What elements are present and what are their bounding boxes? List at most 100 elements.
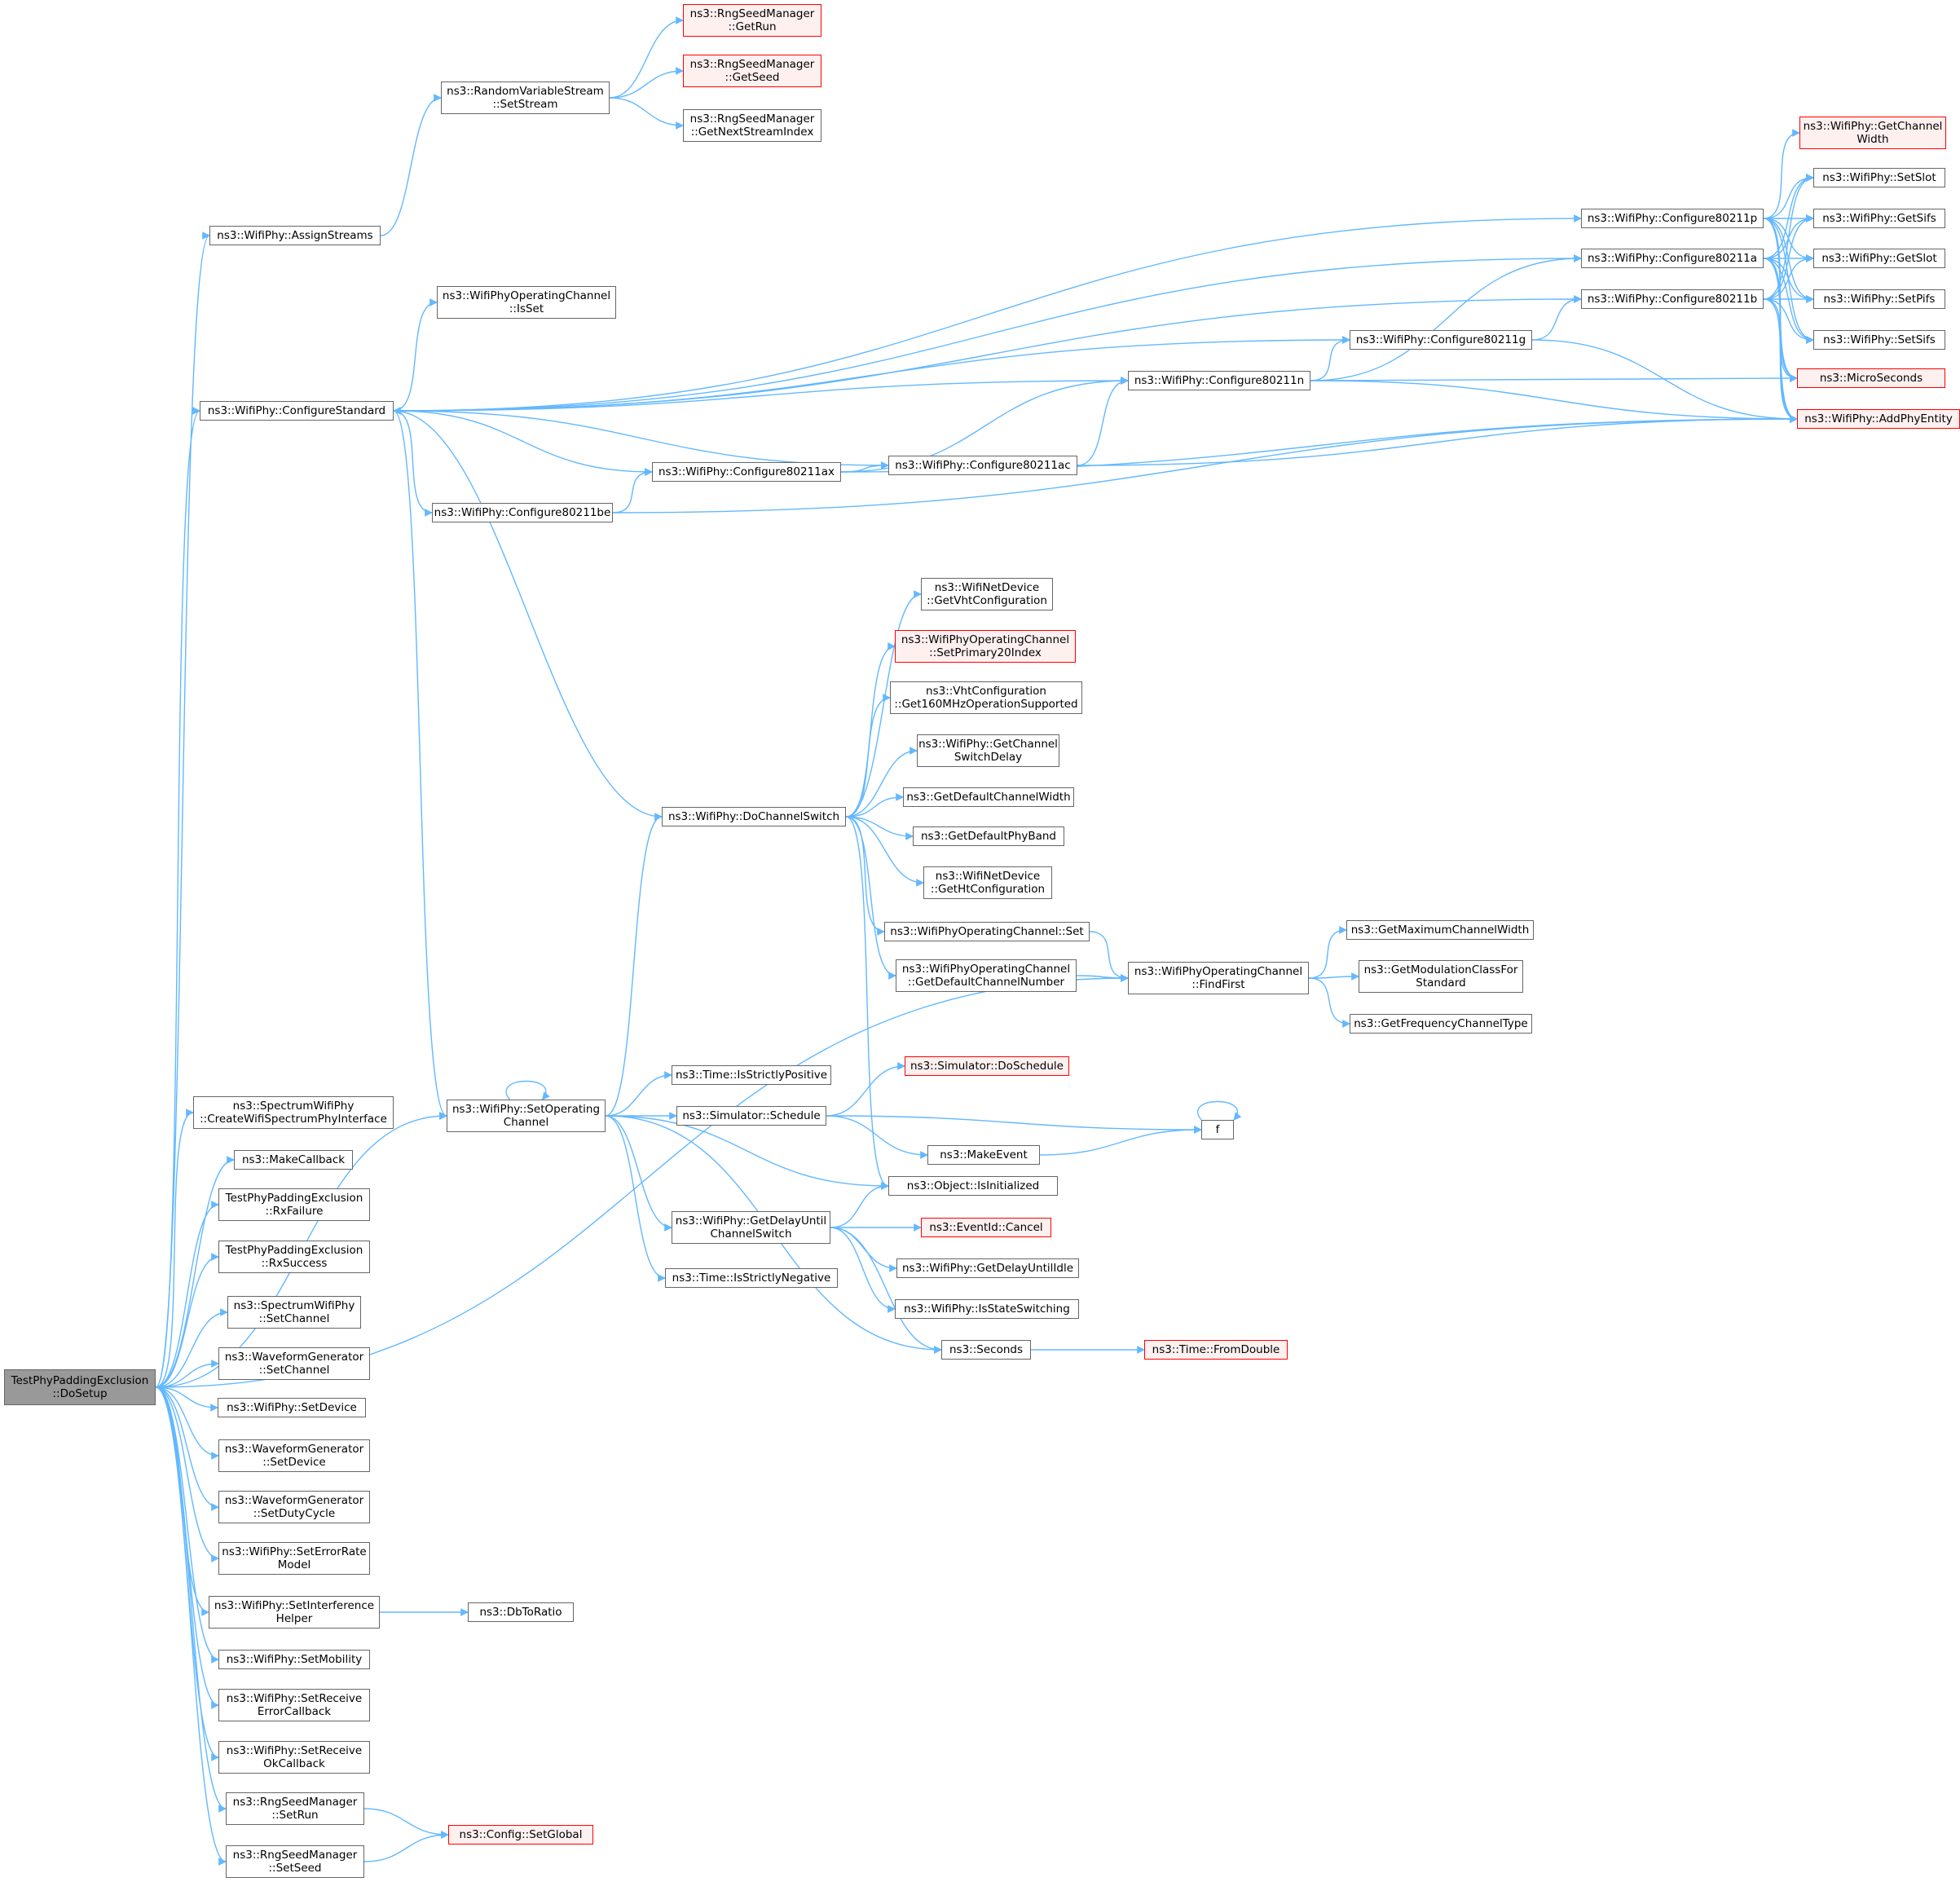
node-getslot[interactable]: ns3::WifiPhy::GetSlot	[1813, 249, 1945, 268]
node-getmaxchw[interactable]: ns3::GetMaximumChannelWidth	[1346, 920, 1534, 940]
node-doschedule[interactable]: ns3::Simulator::DoSchedule	[905, 1056, 1069, 1076]
node-cfg_b[interactable]: ns3::WifiPhy::Configure80211b	[1581, 289, 1764, 309]
node-swp_setch[interactable]: ns3::SpectrumWifiPhy::SetChannel	[227, 1296, 361, 1329]
edge-root-to-makecb	[155, 1156, 235, 1388]
node-cfg_ac[interactable]: ns3::WifiPhy::Configure80211ac	[888, 456, 1077, 475]
node-woc_isset[interactable]: ns3::WifiPhyOperatingChannel::IsSet	[437, 286, 616, 319]
node-woc_getdefnum[interactable]: ns3::WifiPhyOperatingChannel::GetDefault…	[896, 959, 1077, 992]
node-label-line: ns3::WaveformGenerator	[224, 1443, 364, 1456]
node-makecb[interactable]: ns3::MakeCallback	[234, 1150, 353, 1170]
edge-rsm_setseed-to-cfg_setglobal	[363, 1831, 449, 1862]
node-seconds[interactable]: ns3::Seconds	[941, 1340, 1031, 1360]
node-schedule[interactable]: ns3::Simulator::Schedule	[676, 1106, 826, 1126]
node-label-line: ns3::WifiPhy::Configure80211b	[1587, 293, 1758, 306]
node-label-line: ns3::WifiPhy::SetSifs	[1823, 333, 1936, 346]
node-wg_setch[interactable]: ns3::WaveformGenerator::SetChannel	[218, 1347, 370, 1380]
node-label-line: ns3::WifiPhy::Configure80211be	[434, 506, 611, 519]
edge-cfg_p-to-setslot	[1763, 174, 1814, 219]
node-getdefchw[interactable]: ns3::GetDefaultChannelWidth	[903, 787, 1074, 807]
node-rsm_setrun[interactable]: ns3::RngSeedManager::SetRun	[226, 1792, 364, 1825]
edge-configstd-to-cfg_n	[393, 377, 1129, 412]
edge-root-to-createwsp	[155, 1108, 194, 1388]
node-label-line: ns3::WifiPhy::SetMobility	[226, 1653, 363, 1666]
node-cfg_a[interactable]: ns3::WifiPhy::Configure80211a	[1581, 249, 1764, 268]
node-cfg_setglobal[interactable]: ns3::Config::SetGlobal	[448, 1825, 593, 1845]
node-root[interactable]: TestPhyPaddingExclusion::DoSetup	[4, 1369, 156, 1405]
node-microsec[interactable]: ns3::MicroSeconds	[1797, 368, 1945, 388]
node-wg_setdev[interactable]: ns3::WaveformGenerator::SetDevice	[218, 1439, 370, 1472]
node-setprim20[interactable]: ns3::WifiPhyOperatingChannel::SetPrimary…	[895, 630, 1076, 663]
node-cfg_p[interactable]: ns3::WifiPhy::Configure80211p	[1581, 209, 1764, 228]
edge-root-to-setrxerr	[155, 1386, 219, 1709]
node-label-line: ns3::Time::IsStrictlyNegative	[672, 1272, 831, 1285]
node-isstateswitch[interactable]: ns3::WifiPhy::IsStateSwitching	[895, 1299, 1079, 1319]
node-cfg_g[interactable]: ns3::WifiPhy::Configure80211g	[1350, 330, 1532, 350]
node-isinit[interactable]: ns3::Object::IsInitialized	[888, 1176, 1058, 1196]
node-woc_set[interactable]: ns3::WifiPhyOperatingChannel::Set	[884, 922, 1090, 941]
node-rvs_setstream[interactable]: ns3::RandomVariableStream::SetStream	[441, 82, 610, 114]
edge-root-to-wg_setch	[155, 1360, 219, 1388]
node-getht[interactable]: ns3::WifiNetDevice::GetHtConfiguration	[923, 866, 1052, 899]
node-rxsucc[interactable]: TestPhyPaddingExclusion::RxSuccess	[218, 1241, 370, 1273]
node-assignstreams[interactable]: ns3::WifiPhy::AssignStreams	[209, 226, 381, 245]
node-rsm_setseed[interactable]: ns3::RngSeedManager::SetSeed	[226, 1845, 364, 1878]
edge-docs-to-get160	[845, 694, 891, 818]
node-rsm_getseed[interactable]: ns3::RngSeedManager::GetSeed	[683, 55, 821, 87]
node-label-line: ns3::WifiPhy::GetChannel	[918, 738, 1058, 751]
node-woc_findfirst[interactable]: ns3::WifiPhyOperatingChannel::FindFirst	[1128, 962, 1309, 994]
node-getdelayidle[interactable]: ns3::WifiPhy::GetDelayUntilIdle	[896, 1258, 1079, 1278]
node-dbtoratio[interactable]: ns3::DbToRatio	[468, 1602, 574, 1622]
node-evcancel[interactable]: ns3::EventId::Cancel	[921, 1218, 1051, 1237]
node-setdevice[interactable]: ns3::WifiPhy::SetDevice	[218, 1398, 366, 1417]
node-setsifs[interactable]: ns3::WifiPhy::SetSifs	[1813, 330, 1945, 350]
node-cfg_be[interactable]: ns3::WifiPhy::Configure80211be	[432, 503, 613, 522]
node-configstd[interactable]: ns3::WifiPhy::ConfigureStandard	[200, 401, 394, 421]
node-getvht[interactable]: ns3::WifiNetDevice::GetVhtConfiguration	[921, 578, 1053, 610]
node-label-line: ::SetRun	[271, 1809, 319, 1822]
node-label-line: ::GetHtConfiguration	[930, 883, 1046, 896]
node-setmobility[interactable]: ns3::WifiPhy::SetMobility	[218, 1650, 370, 1669]
edge-setopch-to-setopch	[505, 1080, 550, 1100]
node-createwsp[interactable]: ns3::SpectrumWifiPhy::CreateWifiSpectrum…	[193, 1096, 394, 1129]
node-wg_setduty[interactable]: ns3::WaveformGenerator::SetDutyCycle	[218, 1491, 370, 1523]
node-fromdouble[interactable]: ns3::Time::FromDouble	[1144, 1340, 1288, 1360]
node-rsm_getrun[interactable]: ns3::RngSeedManager::GetRun	[683, 4, 821, 37]
node-label-line: ns3::MakeCallback	[241, 1153, 346, 1166]
node-cfg_n[interactable]: ns3::WifiPhy::Configure80211n	[1128, 371, 1310, 390]
node-label-line: ns3::Config::SetGlobal	[459, 1828, 583, 1841]
node-label-line: ns3::WifiPhy::Configure80211a	[1587, 252, 1758, 265]
node-f[interactable]: f	[1201, 1120, 1234, 1139]
node-getfreqtype[interactable]: ns3::GetFrequencyChannelType	[1350, 1014, 1532, 1034]
node-rsm_getnext[interactable]: ns3::RngSeedManager::GetNextStreamIndex	[683, 109, 821, 142]
node-get160[interactable]: ns3::VhtConfiguration::Get160MHzOperatio…	[890, 681, 1082, 714]
node-label-line: ns3::DbToRatio	[479, 1606, 562, 1619]
node-makeevent[interactable]: ns3::MakeEvent	[927, 1145, 1040, 1165]
node-label-line: ns3::RngSeedManager	[689, 58, 815, 71]
edge-cfg_ac-to-cfg_n	[1077, 377, 1129, 466]
node-addphy[interactable]: ns3::WifiPhy::AddPhyEntity	[1797, 409, 1960, 429]
node-getdefband[interactable]: ns3::GetDefaultPhyBand	[913, 826, 1064, 846]
edge-schedule-to-makeevent	[826, 1115, 928, 1159]
node-label-line: ns3::RngSeedManager	[689, 112, 815, 126]
node-isstrictneg[interactable]: ns3::Time::IsStrictlyNegative	[665, 1268, 838, 1288]
node-label-line: ns3::Time::IsStrictlyPositive	[675, 1069, 828, 1082]
node-getsifs[interactable]: ns3::WifiPhy::GetSifs	[1813, 209, 1945, 228]
node-docs[interactable]: ns3::WifiPhy::DoChannelSwitch	[662, 807, 846, 826]
node-setslot[interactable]: ns3::WifiPhy::SetSlot	[1813, 168, 1945, 187]
node-isstrictpos[interactable]: ns3::Time::IsStrictlyPositive	[672, 1065, 831, 1085]
edge-configstd-to-cfg_be	[393, 410, 433, 517]
node-label-line: ns3::WifiPhy::Configure80211ac	[895, 459, 1071, 472]
node-cfg_ax[interactable]: ns3::WifiPhy::Configure80211ax	[652, 462, 841, 482]
node-rxfail[interactable]: TestPhyPaddingExclusion::RxFailure	[218, 1188, 370, 1221]
node-setpifs[interactable]: ns3::WifiPhy::SetPifs	[1813, 289, 1945, 309]
